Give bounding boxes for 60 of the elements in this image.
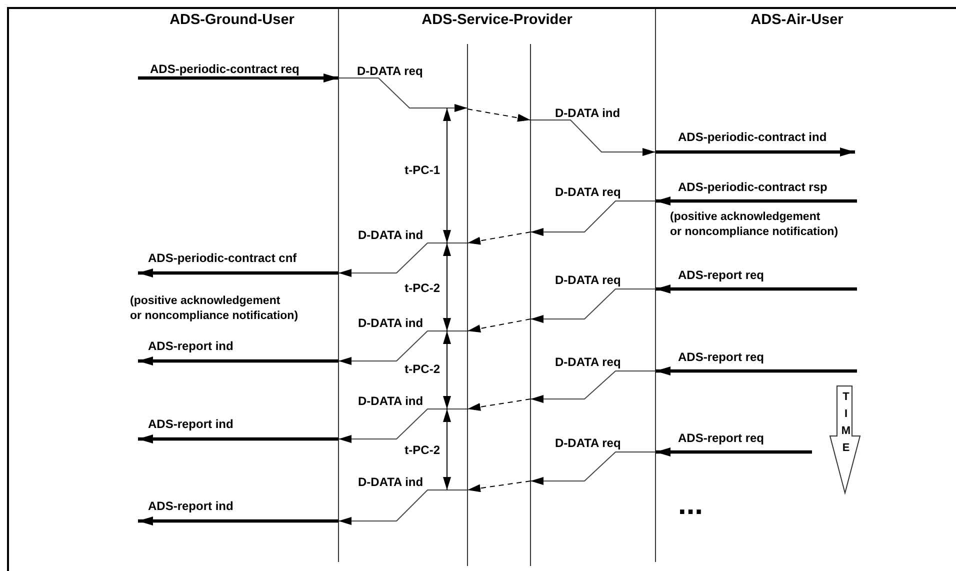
message-arrow: [530, 452, 656, 485]
message-arrow: [138, 434, 338, 444]
edge-label: D-DATA ind: [358, 394, 424, 408]
edge-label: D-DATA ind: [555, 106, 620, 120]
message-arrow: [656, 196, 857, 206]
edge-label: D-DATA req: [555, 185, 621, 199]
dashed-arrow: [467, 480, 531, 492]
lifeline: [467, 44, 468, 566]
interval-label: t-PC-2: [404, 443, 440, 457]
edge-label: ADS-periodic-contract cnf: [148, 251, 297, 265]
edge-label: D-DATA req: [357, 64, 423, 78]
message-arrow: [656, 448, 812, 456]
edge-label: ADS-report req: [678, 431, 764, 445]
message-arrow: [338, 78, 468, 112]
message-arrow: [138, 516, 338, 526]
edge-label: ADS-report req: [678, 268, 764, 282]
column-heading: ADS-Air-User: [750, 12, 844, 28]
column-heading: ADS-Ground-User: [170, 12, 294, 28]
message-arrow: [338, 490, 468, 525]
edge-label: ADS-periodic-contract rsp: [678, 180, 828, 194]
interval-label: t-PC-1: [404, 163, 440, 177]
message-arrow: [138, 268, 338, 278]
message-arrow: [530, 370, 656, 403]
message-arrow: [656, 366, 857, 376]
message-arrow: [338, 330, 468, 365]
lifeline: [530, 44, 531, 566]
edge-label: ADS-report ind: [148, 339, 234, 353]
edge-label: ADS-periodic-contract ind: [678, 130, 827, 144]
dashed-arrow: [467, 108, 531, 122]
message-arrow: [338, 242, 468, 277]
edge-label: D-DATA req: [555, 273, 621, 287]
message-arrow: [656, 148, 855, 156]
time-label: TIME: [839, 391, 853, 459]
column-heading: ADS-Service-Provider: [422, 12, 572, 28]
message-arrow: [530, 120, 656, 156]
dashed-arrow: [467, 232, 531, 245]
edge-label: ADS-report ind: [148, 499, 234, 513]
edge-label: ADS-report req: [678, 350, 764, 364]
lifeline: [655, 9, 656, 562]
interval-label: t-PC-2: [404, 362, 440, 376]
message-arrow: [656, 284, 857, 294]
interval-label: t-PC-2: [404, 281, 440, 295]
message-arrow: [530, 288, 656, 323]
dashed-arrow: [467, 318, 531, 332]
message-arrow: [138, 74, 338, 82]
ellipsis-mark: ...: [678, 490, 704, 520]
edge-label: D-DATA req: [555, 355, 621, 369]
note-text: (positive acknowledgement or noncompliance notification): [130, 294, 298, 324]
edge-label: ADS-periodic-contract req: [150, 62, 300, 76]
edge-label: D-DATA req: [555, 436, 621, 450]
lifeline: [338, 9, 339, 562]
dashed-arrow: [467, 398, 531, 411]
edge-label: D-DATA ind: [358, 228, 424, 242]
edge-label: ADS-report ind: [148, 417, 234, 431]
message-arrow: [338, 408, 468, 443]
edge-label: D-DATA ind: [358, 316, 424, 330]
message-arrow: [530, 200, 656, 236]
edge-label: D-DATA ind: [358, 475, 424, 489]
note-text: (positive acknowledgement or noncompliance notification): [670, 210, 838, 240]
message-arrow: [138, 356, 338, 366]
